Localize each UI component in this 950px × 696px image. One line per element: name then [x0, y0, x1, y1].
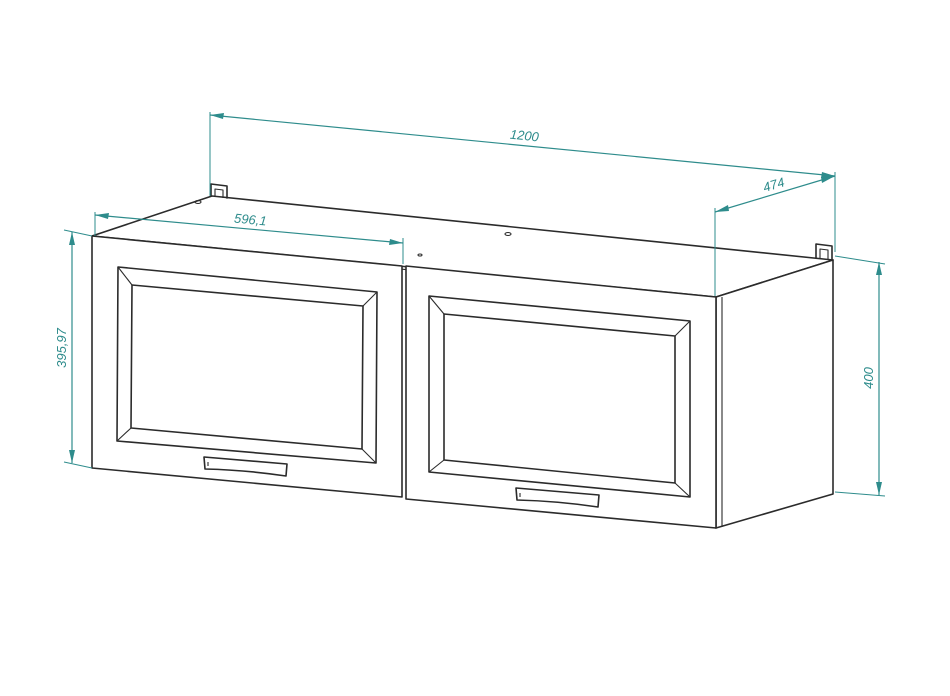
top-fitting-hole	[417, 253, 423, 257]
dimension-total-height: 400	[834, 255, 886, 497]
cabinet-side-panel	[715, 259, 834, 529]
top-fitting-hole	[504, 231, 512, 237]
door-right-inner-panel	[443, 313, 676, 484]
door-left-handle	[203, 456, 288, 477]
dimension-door-width: 596,1	[94, 211, 404, 264]
door-height-label: 395,97	[54, 327, 69, 368]
hanging-bracket-left	[210, 183, 228, 199]
door-left	[91, 235, 403, 498]
top-fitting-hole	[194, 199, 202, 205]
dimension-depth: 474	[714, 174, 836, 296]
door-right-handle	[515, 487, 600, 508]
dimension-door-height: 395,97	[54, 229, 93, 469]
cabinet-body	[91, 195, 834, 529]
door-right	[405, 265, 717, 529]
door-width-label: 596,1	[234, 211, 268, 229]
door-left-inner-panel	[130, 284, 364, 450]
total-height-label: 400	[861, 366, 876, 388]
depth-label: 474	[761, 174, 786, 195]
hanging-bracket-right	[815, 243, 833, 261]
total-width-label: 1200	[509, 127, 540, 145]
